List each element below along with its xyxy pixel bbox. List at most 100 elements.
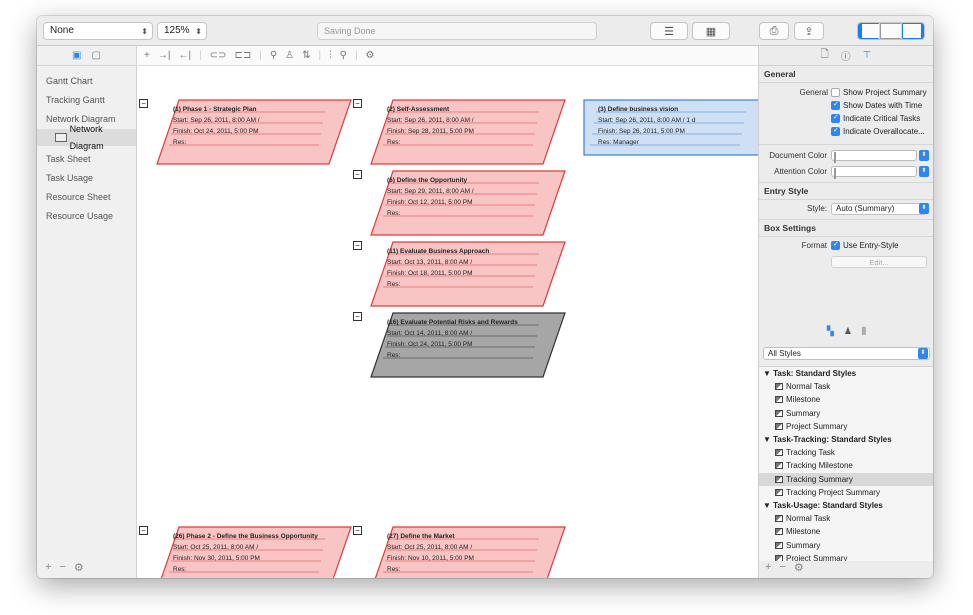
- sidebar-item-tracking-gantt[interactable]: Tracking Gantt: [46, 95, 105, 105]
- indicate-overallocated-checkbox[interactable]: [831, 126, 840, 136]
- node-finish: Finish: Oct 12, 2011, 5:00 PM: [387, 199, 473, 206]
- sidebar-item-resource-sheet[interactable]: Resource Sheet: [46, 192, 111, 202]
- show-dates-checkbox[interactable]: [831, 100, 840, 110]
- add-icon[interactable]: +: [765, 561, 772, 573]
- zoom-value: 125%: [164, 25, 190, 36]
- print-button[interactable]: ⎙: [759, 22, 789, 40]
- style-item[interactable]: Normal Task: [759, 512, 933, 525]
- node-title: (2) Self-Assessment: [387, 106, 450, 113]
- views-tab-icon[interactable]: ▣: [72, 50, 82, 61]
- style-group[interactable]: ▼ Task-Tracking: Standard Styles: [763, 434, 892, 444]
- node-start: Start: Sep 26, 2011, 8:00 AM / 1 d: [598, 117, 696, 124]
- style-item[interactable]: Tracking Summary: [759, 472, 933, 486]
- styles-tab-icon[interactable]: ⊤: [862, 50, 872, 61]
- collapse-toggle[interactable]: −: [139, 526, 148, 535]
- style-group[interactable]: ▼ Task: Standard Styles: [763, 369, 857, 378]
- attention-color-well[interactable]: [831, 166, 917, 179]
- indent-icon[interactable]: →|: [157, 50, 171, 61]
- indicate-critical-checkbox[interactable]: [831, 113, 840, 123]
- show-project-summary-checkbox[interactable]: [831, 88, 840, 97]
- collapse-toggle[interactable]: −: [353, 170, 362, 179]
- gear-icon[interactable]: ⚙: [73, 562, 84, 574]
- sidebar-item-task-usage[interactable]: Task Usage: [46, 173, 94, 183]
- resource-icon[interactable]: ♙: [285, 50, 295, 61]
- styles-filter-select[interactable]: All Styles ⬍: [763, 347, 930, 360]
- style-item[interactable]: Milestone: [759, 393, 933, 406]
- document-color-well[interactable]: [831, 150, 917, 163]
- style-item[interactable]: Tracking Project Summary: [759, 486, 933, 499]
- sidebar-item-network-diagram[interactable]: Network Diagram: [46, 114, 116, 124]
- share-icon: ⇪: [804, 25, 814, 38]
- sidebar-subitem-network-diagram[interactable]: Network Diagram: [37, 124, 136, 151]
- attention-color-popup[interactable]: ⬍: [919, 166, 929, 177]
- collapse-toggle[interactable]: −: [139, 99, 148, 108]
- network-node[interactable]: −(26) Phase 2 - Define the Business Oppo…: [139, 526, 352, 578]
- column-styles-tab-icon[interactable]: ⫼: [861, 325, 867, 336]
- document-tab-icon[interactable]: 🗋: [820, 49, 829, 60]
- split-icon[interactable]: ⫶: [329, 50, 332, 61]
- sidebar-subitem-label: Network Diagram: [69, 123, 104, 151]
- style-item[interactable]: Project Summary: [759, 552, 933, 561]
- node-shape: [160, 526, 352, 578]
- sidebar: ▣ ▢ Gantt Chart Tracking Gantt Network D…: [37, 46, 137, 578]
- style-group[interactable]: ▼ Task-Usage: Standard Styles: [763, 500, 883, 510]
- node-start: Start: Sep 29, 2011, 8:00 AM /: [387, 188, 474, 195]
- style-item[interactable]: Project Summary: [759, 420, 933, 433]
- use-entry-style-checkbox[interactable]: [831, 240, 840, 250]
- style-item[interactable]: Milestone: [759, 525, 933, 538]
- style-select[interactable]: Auto (Summary): [831, 203, 927, 215]
- add-icon[interactable]: +: [45, 561, 52, 573]
- sidebar-item-gantt-chart[interactable]: Gantt Chart: [46, 76, 93, 86]
- edit-button[interactable]: Edit...: [831, 256, 927, 268]
- collapse-toggle[interactable]: −: [353, 312, 362, 321]
- node-start: Start: Oct 25, 2011, 8:00 AM /: [387, 544, 473, 551]
- zoom-select[interactable]: 125% ⬍: [157, 22, 207, 40]
- collapse-toggle[interactable]: −: [353, 526, 362, 535]
- level-icon[interactable]: ⇅: [302, 50, 311, 61]
- gear-icon[interactable]: ⚙: [793, 562, 804, 574]
- style-item[interactable]: Summary: [759, 407, 933, 420]
- calendar-button[interactable]: ▦: [692, 22, 730, 40]
- resource-styles-tab-icon[interactable]: ♟: [843, 325, 852, 336]
- remove-icon[interactable]: −: [779, 561, 786, 573]
- toggle-left-panel-button[interactable]: [858, 23, 880, 39]
- document-color-popup[interactable]: ⬍: [919, 150, 929, 161]
- sidebar-item-task-sheet[interactable]: Task Sheet: [46, 154, 91, 164]
- style-item[interactable]: Tracking Task: [759, 446, 933, 459]
- list-view-button[interactable]: ☰: [650, 22, 688, 40]
- search-icon[interactable]: ⚲: [339, 50, 347, 61]
- assign-resource-icon[interactable]: ⚲: [269, 50, 278, 61]
- style-item[interactable]: Normal Task: [759, 380, 933, 393]
- view-select-value: None: [50, 25, 74, 36]
- settings-icon[interactable]: ⚙: [365, 50, 375, 61]
- add-task-icon[interactable]: +: [144, 50, 150, 61]
- style-item[interactable]: Summary: [759, 538, 933, 551]
- collapse-toggle[interactable]: −: [353, 241, 362, 250]
- outdent-icon[interactable]: ←|: [178, 50, 192, 61]
- toggle-right-panel-button[interactable]: [902, 23, 924, 39]
- share-button[interactable]: ⇪: [794, 22, 824, 40]
- style-item[interactable]: Tracking Milestone: [759, 459, 933, 472]
- sidebar-item-resource-usage[interactable]: Resource Usage: [46, 211, 114, 221]
- entry-style-header: Entry Style: [759, 183, 933, 200]
- use-entry-style-label: Use Entry-Style: [843, 241, 899, 250]
- comments-tab-icon[interactable]: ▢: [91, 50, 101, 61]
- node-finish: Finish: Sep 26, 2011, 5:00 PM: [598, 128, 685, 135]
- network-node[interactable]: −(16) Evaluate Potential Risks and Rewar…: [353, 312, 566, 379]
- unlink-icon[interactable]: ⊏⊐: [234, 50, 252, 61]
- view-select[interactable]: None ⬍: [43, 22, 153, 40]
- link-icon[interactable]: ⊂⊃: [209, 50, 227, 61]
- task-styles-tab-icon[interactable]: ▚: [826, 325, 834, 336]
- remove-icon[interactable]: −: [59, 561, 66, 573]
- toggle-bottom-panel-button[interactable]: [880, 23, 902, 39]
- collapse-toggle[interactable]: −: [353, 99, 362, 108]
- style-select-popup[interactable]: ⬍: [919, 203, 929, 214]
- info-tab-icon[interactable]: ⓘ: [840, 52, 851, 63]
